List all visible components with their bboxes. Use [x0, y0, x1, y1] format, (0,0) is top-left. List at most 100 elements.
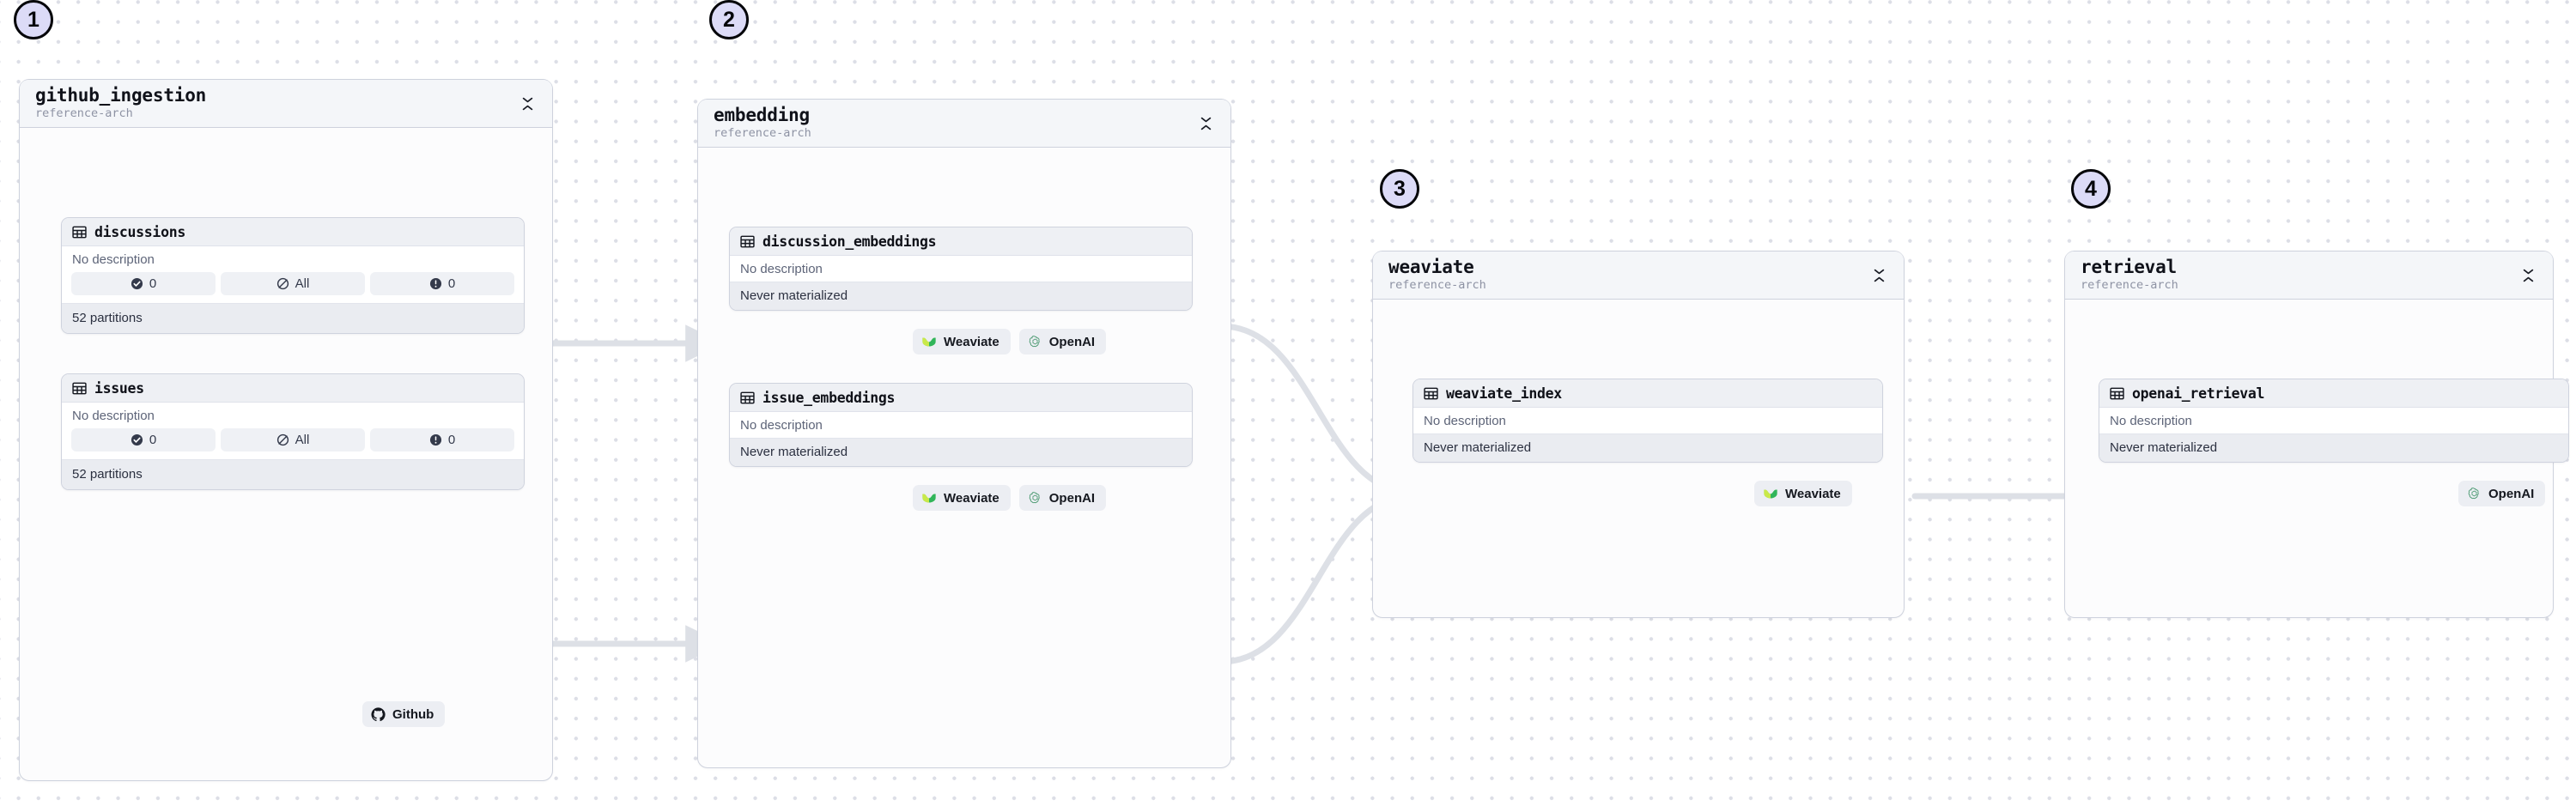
chevron-collapse-icon[interactable]: [518, 93, 537, 115]
asset-node-openai-retrieval[interactable]: openai_retrieval No description Never ma…: [2099, 379, 2569, 463]
group-title: retrieval: [2081, 256, 2177, 277]
asset-materialization-status: Never materialized: [730, 438, 1192, 466]
tag-openai[interactable]: OpenAI: [1018, 485, 1107, 511]
step-badge-4: 4: [2071, 169, 2111, 209]
badge-label: 0: [447, 276, 456, 291]
weaviate-icon: [1763, 486, 1778, 501]
asset-description: No description: [2099, 408, 2568, 433]
chevron-collapse-icon[interactable]: [1196, 112, 1215, 135]
weaviate-icon: [921, 490, 937, 506]
asset-title: weaviate_index: [1446, 385, 1562, 402]
asset-badge-row: 0 All 0: [62, 428, 524, 459]
group-header[interactable]: retrieval reference-arch: [2065, 251, 2553, 300]
asset-header[interactable]: discussion_embeddings: [730, 227, 1192, 256]
asset-header[interactable]: discussions: [62, 218, 524, 246]
tag-label: Weaviate: [944, 490, 999, 506]
group-title: embedding: [714, 104, 810, 125]
asset-tag-row-issues: Github: [362, 701, 446, 727]
group-header[interactable]: weaviate reference-arch: [1373, 251, 1904, 300]
asset-description: No description: [62, 403, 524, 428]
asset-node-issues[interactable]: issues No description 0 All 0: [61, 373, 525, 490]
asset-header[interactable]: weaviate_index: [1413, 379, 1882, 408]
tag-github[interactable]: Github: [362, 701, 446, 727]
group-retrieval[interactable]: retrieval reference-arch openai_retrieva…: [2064, 251, 2569, 618]
group-header[interactable]: github_ingestion reference-arch: [20, 80, 552, 128]
table-icon: [740, 391, 755, 405]
check-status-badge[interactable]: 0: [71, 272, 216, 295]
step-badge-2: 2: [709, 0, 749, 39]
asset-title: issue_embeddings: [762, 390, 896, 406]
chevron-collapse-icon[interactable]: [1869, 264, 1888, 287]
chevron-collapse-icon[interactable]: [2518, 264, 2537, 287]
openai-icon: [1028, 335, 1042, 349]
tag-label: OpenAI: [2488, 486, 2535, 501]
asset-header[interactable]: issues: [62, 374, 524, 403]
asset-tag-row-issue-embeddings: Weaviate OpenAI: [913, 485, 1107, 511]
table-icon: [740, 234, 755, 249]
group-weaviate[interactable]: weaviate reference-arch weaviate_index N…: [1372, 251, 1905, 618]
asset-node-issue-embeddings[interactable]: issue_embeddings No description Never ma…: [729, 383, 1193, 467]
tag-label: Weaviate: [944, 334, 999, 349]
tag-weaviate[interactable]: Weaviate: [913, 329, 1011, 355]
alert-badge[interactable]: 0: [370, 428, 514, 451]
step-badge-label: 3: [1394, 176, 1406, 201]
no-checks-icon: [276, 277, 289, 290]
step-badge-3: 3: [1380, 169, 1419, 209]
asset-materialization-status: Never materialized: [2099, 433, 2568, 462]
group-subtitle: reference-arch: [1388, 278, 1486, 293]
tag-label: OpenAI: [1048, 334, 1096, 349]
tag-label: Github: [392, 706, 434, 722]
freshness-badge[interactable]: All: [221, 428, 365, 451]
table-icon: [1424, 386, 1438, 401]
asset-description: No description: [730, 412, 1192, 438]
asset-header[interactable]: issue_embeddings: [730, 384, 1192, 412]
badge-label: 0: [149, 276, 157, 291]
asset-title: openai_retrieval: [2132, 385, 2265, 402]
asset-partitions: 52 partitions: [62, 303, 524, 333]
asset-description: No description: [62, 246, 524, 272]
asset-badge-row: 0 All 0: [62, 272, 524, 303]
openai-icon: [1028, 491, 1042, 506]
openai-icon: [2467, 487, 2482, 501]
group-subtitle: reference-arch: [2081, 278, 2178, 293]
alert-circle-icon: [429, 433, 442, 446]
check-circle-icon: [131, 277, 143, 290]
group-subtitle: reference-arch: [714, 126, 811, 141]
alert-circle-icon: [429, 277, 442, 290]
tag-weaviate[interactable]: Weaviate: [1754, 481, 1852, 506]
asset-tag-row-openai-retrieval: OpenAI: [2458, 481, 2546, 506]
badge-label: 0: [447, 433, 456, 447]
github-icon: [371, 706, 386, 722]
no-checks-icon: [276, 433, 289, 446]
tag-openai[interactable]: OpenAI: [2458, 481, 2546, 506]
asset-materialization-status: Never materialized: [730, 282, 1192, 310]
asset-node-weaviate-index[interactable]: weaviate_index No description Never mate…: [1413, 379, 1883, 463]
asset-title: issues: [94, 380, 144, 397]
freshness-badge[interactable]: All: [221, 272, 365, 295]
asset-header[interactable]: openai_retrieval: [2099, 379, 2568, 408]
check-circle-icon: [131, 433, 143, 446]
group-header[interactable]: embedding reference-arch: [698, 100, 1230, 148]
table-icon: [72, 381, 87, 396]
tag-openai[interactable]: OpenAI: [1018, 329, 1107, 355]
asset-tag-row-discussion-embeddings: Weaviate OpenAI: [913, 329, 1107, 355]
weaviate-icon: [921, 334, 937, 349]
step-badge-1: 1: [14, 0, 53, 39]
table-icon: [2110, 386, 2124, 401]
step-badge-label: 1: [27, 7, 39, 32]
asset-node-discussion-embeddings[interactable]: discussion_embeddings No description Nev…: [729, 227, 1193, 311]
group-embedding[interactable]: embedding reference-arch discussion_embe…: [697, 99, 1231, 768]
asset-node-discussions[interactable]: discussions No description 0 All 0: [61, 217, 525, 334]
step-badge-label: 2: [723, 7, 735, 32]
tag-weaviate[interactable]: Weaviate: [913, 485, 1011, 511]
step-badge-label: 4: [2085, 176, 2097, 201]
badge-label: All: [295, 276, 310, 291]
table-icon: [72, 225, 87, 239]
asset-partitions: 52 partitions: [62, 459, 524, 489]
check-status-badge[interactable]: 0: [71, 428, 216, 451]
group-github-ingestion[interactable]: github_ingestion reference-arch discussi…: [19, 79, 553, 781]
asset-title: discussion_embeddings: [762, 233, 937, 250]
alert-badge[interactable]: 0: [370, 272, 514, 295]
group-title: github_ingestion: [35, 84, 207, 106]
